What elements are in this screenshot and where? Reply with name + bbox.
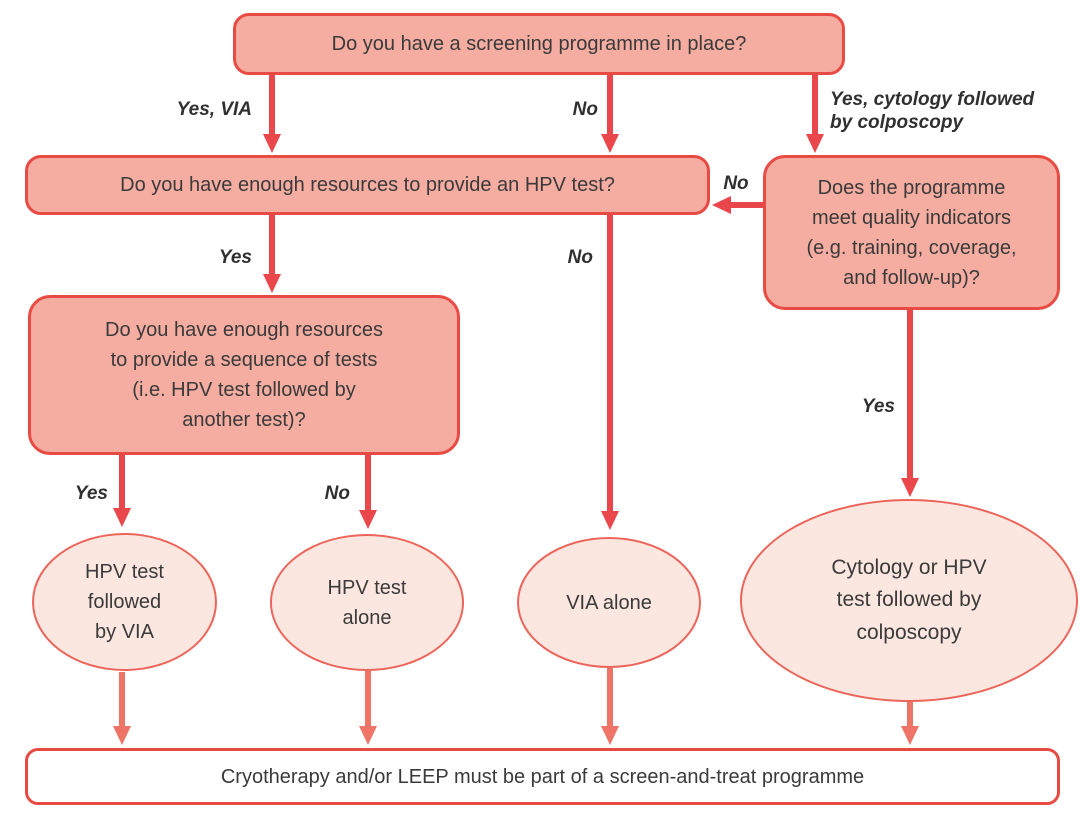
node-treatment-requirement: Cryotherapy and/or LEEP must be part of … [25,748,1060,805]
arrow-screening-to-hpv-resources [263,75,281,153]
arrow-sequence-no-to-hpv-alone [359,455,377,529]
outcome-via-alone: VIA alone [517,537,701,668]
arrow-screening-to-quality [806,75,824,153]
outcome-hpv-test-followed-by-via: HPV test followed by VIA [32,533,217,671]
node-quality-indicators-question: Does the programme meet quality indicato… [763,155,1060,310]
arrow-cytology-to-treatment [901,702,919,745]
arrow-hpv-alone-to-treatment [359,671,377,745]
arrow-hpv-then-via-to-treatment [113,672,131,745]
outcome-cytology-or-hpv-colposcopy: Cytology or HPV test followed by colposc… [740,499,1078,702]
edge-label-yes-via: Yes, VIA [176,99,252,120]
node-sequence-of-tests-question: Do you have enough resources to provide … [28,295,460,455]
node-hpv-resources-question: Do you have enough resources to provide … [25,155,710,215]
arrow-sequence-yes-to-hpv-then-via [113,455,131,527]
edge-label-no-sequence: No [324,483,350,504]
arrow-quality-yes-to-cytology [901,310,919,497]
edge-label-yes-cytology-colposcopy: Yes, cytology followed by colposcopy [830,89,1035,134]
arrow-hpv-resources-yes-to-sequence [263,215,281,293]
edge-label-no-hpv-resources: No [567,247,593,268]
edge-label-yes-quality: Yes [861,396,895,417]
arrow-screening-no [601,75,619,153]
edge-label-no-screening: No [572,99,598,120]
node-screening-programme-question: Do you have a screening programme in pla… [233,13,845,75]
edge-label-yes-sequence: Yes [74,483,108,504]
arrow-hpv-resources-no-to-via-alone [601,215,619,530]
edge-label-no-quality: No [723,173,749,194]
arrow-via-alone-to-treatment [601,668,619,745]
edge-label-yes-hpv-resources: Yes [218,247,252,268]
arrow-quality-no-to-hpv-resources [712,196,763,214]
outcome-hpv-test-alone: HPV test alone [270,534,464,671]
